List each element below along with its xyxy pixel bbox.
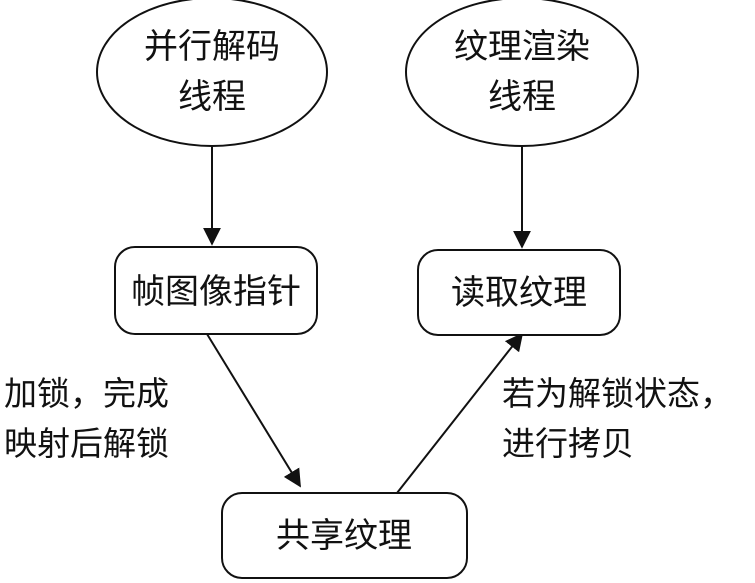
edge-label-lock-unlock-line1: 加锁，完成 [4,374,169,413]
edge-label-lock-unlock: 加锁，完成 映射后解锁 [4,374,169,463]
node-parallel-decode-thread: 并行解码 线程 [96,0,328,147]
node-parallel-decode-line1: 并行解码 [144,27,280,67]
ellipse-texture-render [405,0,639,147]
node-texture-render-line1: 纹理渲染 [454,27,590,67]
node-shared-texture: 共享纹理 [221,492,468,579]
node-frame-pointer-label: 帧图像指针 [131,272,301,312]
edge-label-if-unlocked-line1: 若为解锁状态， [502,374,733,413]
edge-frame-pointer-to-shared [206,333,301,488]
edge-label-if-unlocked-line2: 进行拷贝 [502,424,634,463]
node-texture-render-line2: 线程 [488,77,556,117]
box-frame-pointer [114,246,318,335]
node-texture-render-thread: 纹理渲染 线程 [405,0,639,147]
box-shared-texture [221,492,468,579]
node-read-texture-label: 读取纹理 [451,273,587,313]
node-shared-texture-label: 共享纹理 [276,516,412,556]
ellipse-parallel-decode [96,0,328,147]
node-frame-image-pointer: 帧图像指针 [114,246,318,335]
node-parallel-decode-line2: 线程 [178,77,246,117]
box-read-texture [417,249,621,336]
edge-label-if-unlocked: 若为解锁状态， 进行拷贝 [502,374,733,463]
edge-shared-to-read-texture [396,332,524,494]
edge-label-lock-unlock-line2: 映射后解锁 [4,424,169,463]
node-read-texture: 读取纹理 [417,249,621,336]
